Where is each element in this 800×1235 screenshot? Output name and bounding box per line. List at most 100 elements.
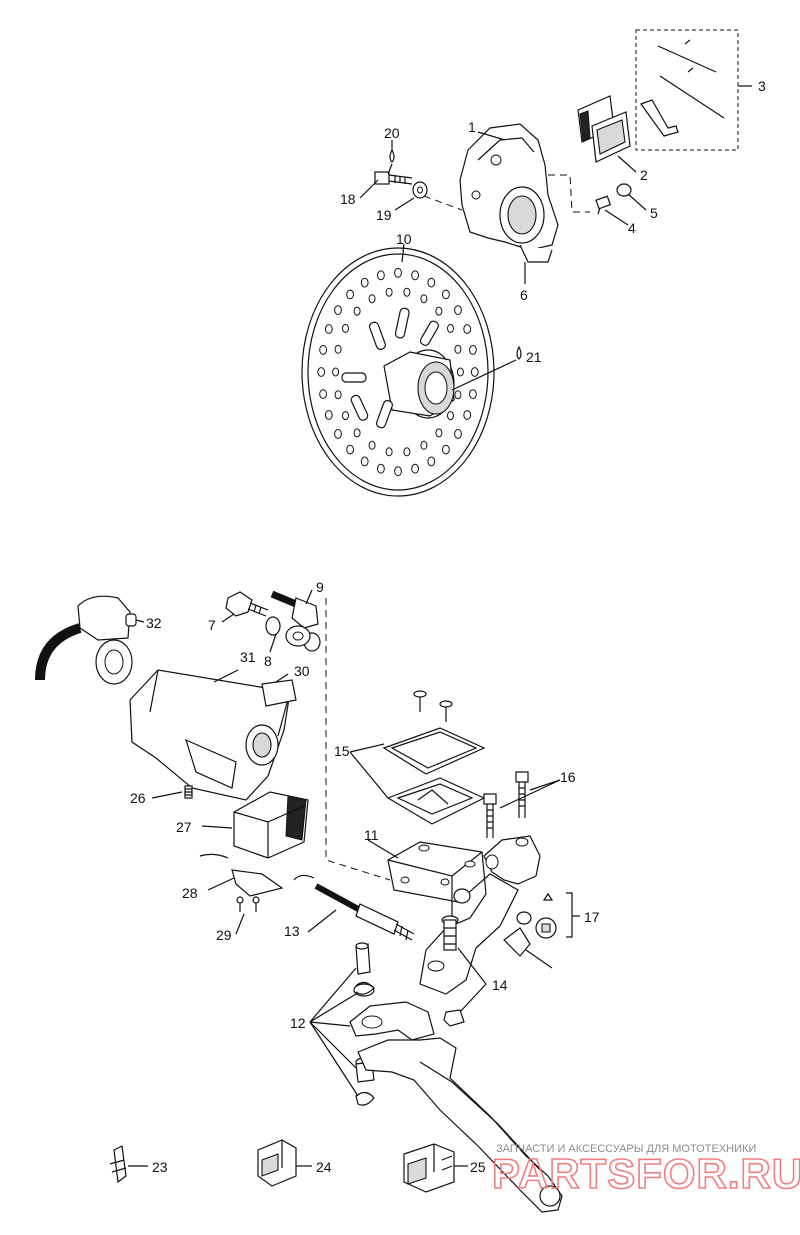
callout-25: 25	[470, 1159, 486, 1175]
disc-hole	[469, 389, 477, 400]
threadlock-drop-icon	[516, 345, 522, 360]
brake-switch-body	[233, 791, 309, 859]
disc-hole	[470, 367, 479, 377]
warning-label	[261, 679, 297, 707]
disc-hole	[368, 440, 376, 450]
reservoir-cap	[382, 727, 486, 775]
disc-hole	[456, 367, 464, 377]
callout-24: 24	[316, 1159, 332, 1175]
disc-hole	[442, 289, 450, 300]
callout-numbers: 1 2 3 4 5 6 10 18 19 20 21 7 8 9 32 31 3…	[130, 78, 766, 1175]
caliper-bolt	[374, 171, 413, 185]
disc-hole	[360, 277, 369, 288]
callout-27: 27	[176, 819, 192, 835]
connector-small	[257, 1139, 297, 1187]
disc-hole	[334, 305, 342, 316]
disc-hole	[403, 447, 411, 457]
disc-hole	[353, 306, 361, 316]
disc-hole	[411, 463, 420, 474]
callout-3: 3	[758, 78, 766, 94]
clamp-bolts	[483, 771, 529, 838]
pivot-bolt	[441, 915, 465, 1027]
clip-part	[109, 1145, 127, 1184]
callout-9: 9	[316, 579, 324, 595]
callout-30: 30	[294, 663, 310, 679]
callout-19: 19	[376, 207, 392, 223]
connector-large	[403, 1143, 455, 1193]
pad-pins	[640, 39, 725, 137]
disc-hole	[385, 287, 393, 297]
callout-8: 8	[264, 653, 272, 669]
disc-hole	[454, 305, 462, 316]
disc-hole	[346, 444, 355, 455]
screw	[184, 785, 193, 799]
callout-28: 28	[182, 885, 198, 901]
switch-cover	[129, 669, 291, 801]
brake-push-rod	[293, 874, 415, 941]
disc-hole	[353, 428, 361, 438]
handlebar-clamp	[483, 835, 541, 885]
disc-hole	[317, 367, 326, 377]
threadlock-drop-icon	[389, 148, 395, 163]
disc-hole	[463, 324, 472, 334]
leader-lines	[128, 85, 752, 1167]
callout-20: 20	[384, 125, 400, 141]
disc-hole	[377, 463, 385, 474]
disc-hole	[334, 344, 342, 354]
disc-hole	[360, 456, 369, 467]
brake-pads	[577, 95, 631, 163]
watermark-tagline: ЗАПЧАСТИ И АКСЕССУАРЫ ДЛЯ МОТОТЕХНИКИ	[496, 1143, 756, 1155]
master-cylinder-body	[387, 841, 519, 995]
master-cylinder-assembly	[35, 590, 573, 1213]
callout-18: 18	[340, 191, 356, 207]
disc-hole	[469, 345, 477, 355]
disc-hole	[334, 390, 342, 400]
cover-screws	[413, 690, 453, 722]
disc-hole	[332, 367, 340, 377]
disc-hole	[394, 466, 402, 477]
callout-5: 5	[650, 205, 658, 221]
callout-7: 7	[208, 617, 216, 633]
callout-31: 31	[240, 649, 256, 665]
disc-hole	[435, 306, 443, 316]
pad-kit-box	[635, 29, 739, 151]
brake-lever	[357, 1037, 563, 1213]
watermark: ЗАПЧАСТИ И АКСЕССУАРЫ ДЛЯ МОТОТЕХНИКИ PA…	[491, 1143, 800, 1198]
disc-hole	[334, 429, 342, 439]
callout-26: 26	[130, 790, 146, 806]
brake-light-switch	[35, 595, 137, 685]
disc-hole	[377, 270, 385, 281]
disc-hole	[368, 294, 376, 304]
disc-hole	[454, 429, 462, 439]
disc-hole	[319, 389, 328, 400]
watermark-brand: PARTSFOR.RU	[492, 1150, 800, 1197]
callout-6: 6	[520, 287, 528, 303]
disc-hole	[420, 440, 428, 450]
bleeder-valve	[595, 195, 612, 215]
callout-12: 12	[290, 1015, 306, 1031]
switch-bracket	[231, 869, 284, 897]
disc-hole	[324, 410, 333, 420]
disc-hole	[394, 267, 402, 278]
callout-2: 2	[640, 167, 648, 183]
callout-14: 14	[492, 977, 508, 993]
callout-13: 13	[284, 923, 300, 939]
disc-hole	[454, 390, 462, 400]
disc-hole	[427, 277, 436, 288]
callout-10: 10	[396, 231, 412, 247]
disc-hole	[346, 289, 355, 300]
brake-hose-fitting	[270, 590, 319, 647]
disc-hole	[447, 411, 454, 421]
banjo-bolt	[225, 591, 269, 617]
callout-1: 1	[468, 119, 476, 135]
disc-hole	[463, 410, 472, 420]
disc-hole	[447, 323, 454, 333]
callout-4: 4	[628, 220, 636, 236]
callout-21: 21	[526, 349, 542, 365]
disc-hole	[420, 294, 428, 304]
callout-32: 32	[146, 615, 162, 631]
disc-hole	[435, 428, 443, 438]
disc-hole	[442, 444, 450, 455]
disc-hole	[319, 345, 328, 355]
